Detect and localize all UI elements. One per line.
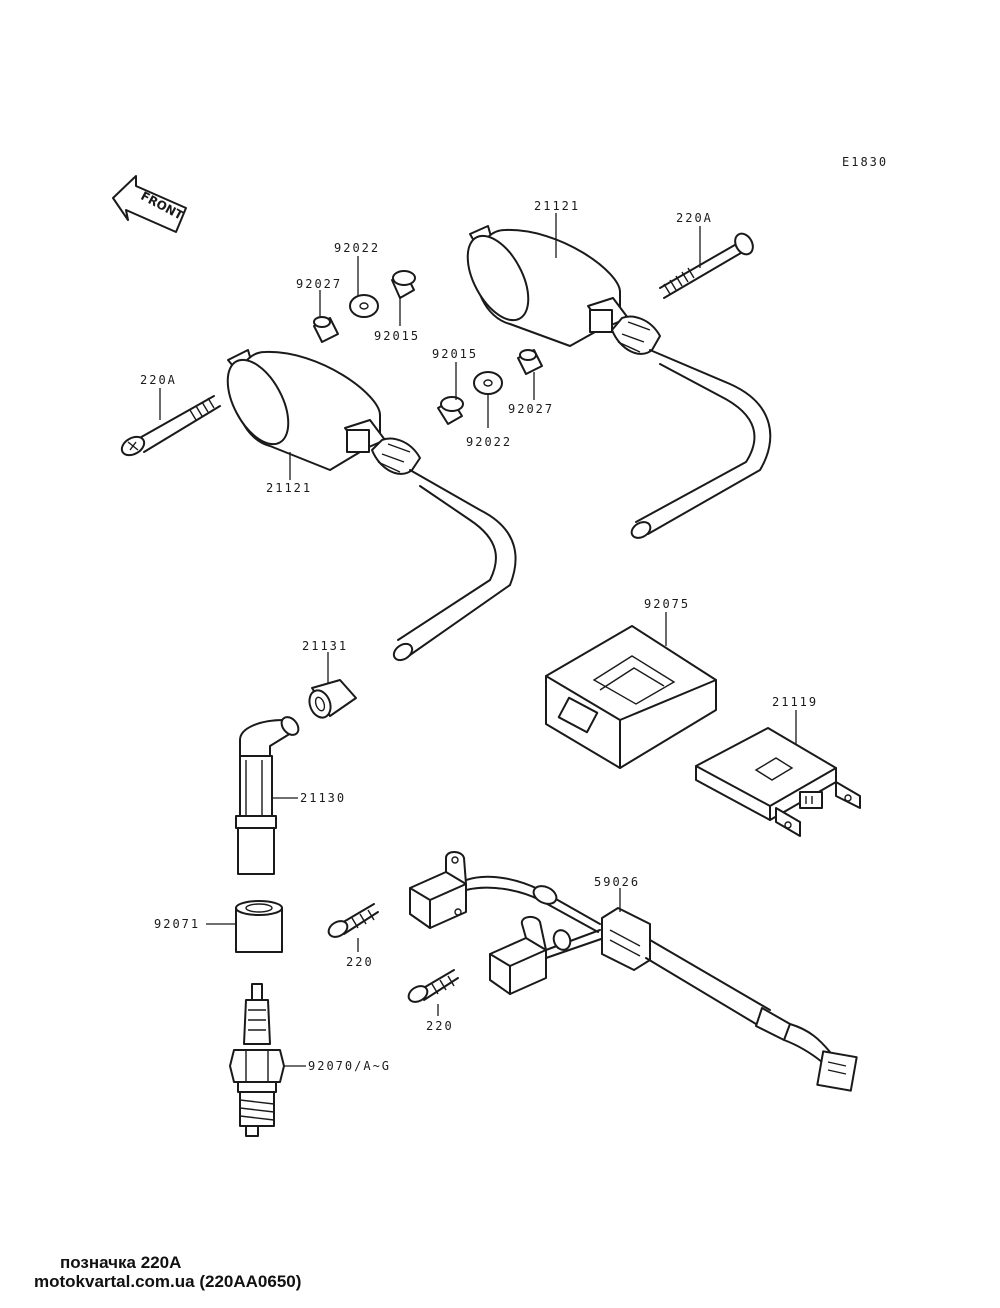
spark-plug-92070 [229,983,285,1137]
bolt-220a-right [659,232,754,299]
collar-92015-left [391,270,416,299]
label-seal-ring: 92071 [154,917,200,931]
label-cap-seal: 21131 [302,639,348,653]
front-arrow-icon: FRONT [112,175,187,233]
label-collar-right: 92015 [432,347,478,361]
ignition-coil-right [466,225,772,539]
label-spacer-right: 92027 [508,402,554,416]
igniter-21119 [695,727,861,837]
cap-seal-21131 [308,679,357,719]
spacer-92027-left [313,316,339,343]
label-harness: 59026 [594,875,640,889]
spacer-92027-right [517,349,543,375]
label-spark-plug: 92070/A~G [308,1059,391,1073]
label-cover-box: 92075 [644,597,690,611]
label-plug-cap: 21130 [300,791,346,805]
label-spacer-left: 92027 [296,277,342,291]
label-bolt-right: 220A [676,211,713,225]
label-igniter: 21119 [772,695,818,709]
label-collar-left: 92015 [374,329,420,343]
seal-ring-92071 [235,900,283,953]
label-coil-right: 21121 [534,199,580,213]
washer-92022-left [349,294,379,318]
label-screw-upper: 220 [346,955,374,969]
label-screw-lower: 220 [426,1019,454,1033]
footer-site: motokvartal.com.ua (220AA0650) [34,1272,302,1291]
label-bolt-left: 220A [140,373,177,387]
collar-92015-right [437,396,464,425]
footer-caption: позначка 220A [60,1253,182,1272]
bolt-220a-left [120,395,221,457]
label-coil-left: 21121 [266,481,312,495]
washer-92022-right [473,371,503,395]
plug-cap-21130 [235,716,300,875]
diagram-code: E1830 [842,155,888,169]
label-washer-left: 92022 [334,241,380,255]
label-washer-right: 92022 [466,435,512,449]
ignition-coil-left [226,349,517,662]
cover-box-92075 [545,625,717,769]
pickup-harness-59026 [327,851,858,1092]
